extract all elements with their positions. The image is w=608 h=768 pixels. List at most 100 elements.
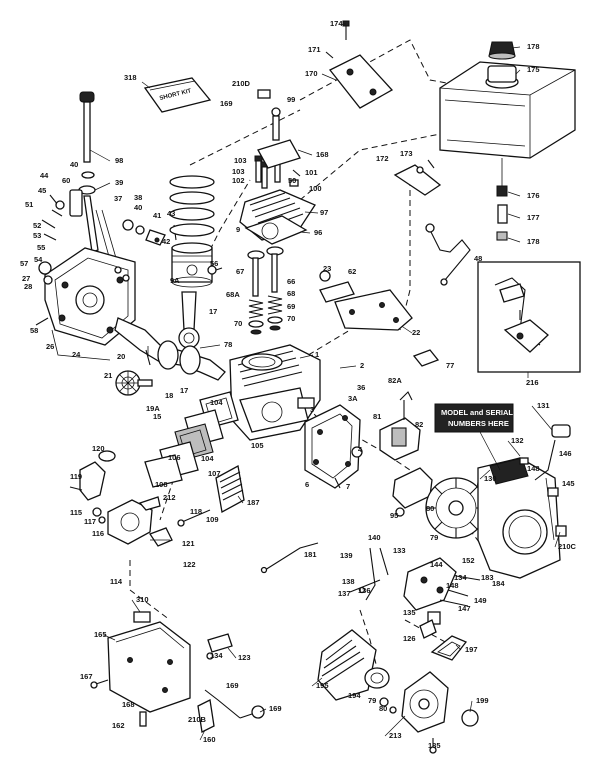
part-callout: 106 xyxy=(168,453,181,462)
part-callout: 169 xyxy=(220,99,233,108)
part-callout: 82A xyxy=(388,376,402,385)
part-callout: 68 xyxy=(287,289,295,298)
part-callout: 58 xyxy=(30,326,38,335)
part-callout: 138 xyxy=(342,577,355,586)
part-callout: 102 xyxy=(232,176,245,185)
part-callout: 40 xyxy=(70,160,78,169)
part-callout: 50 xyxy=(288,176,296,185)
part-callout: 194 xyxy=(348,691,361,700)
crankcase-cover xyxy=(35,247,136,361)
part-callout: 116 xyxy=(92,529,104,538)
part-callout: 137 xyxy=(338,589,351,598)
part-callout: 135 xyxy=(403,608,416,617)
part-callout: 148 xyxy=(527,464,540,473)
air-cleaner xyxy=(177,464,245,527)
part-callout: 17 xyxy=(180,386,188,395)
serial-banner-line1: MODEL and SERIAL xyxy=(441,408,513,417)
part-callout: 177 xyxy=(527,213,540,222)
part-callout: 134 xyxy=(210,651,223,660)
part-callout: 80 xyxy=(379,704,387,713)
part-callout: 103 xyxy=(232,167,245,176)
part-callout: 183 xyxy=(481,573,494,582)
part-callout: 310 xyxy=(136,595,149,604)
throttle-rod xyxy=(260,542,319,574)
part-callout: 152 xyxy=(462,556,475,565)
part-callout: 27 xyxy=(22,274,30,283)
part-callout: 41 xyxy=(153,211,161,220)
part-callout: 7 xyxy=(346,482,350,491)
part-callout: 42 xyxy=(162,237,170,246)
fuel-tank xyxy=(439,41,576,159)
part-callout: 53 xyxy=(33,231,41,240)
part-callout: 82 xyxy=(415,420,423,429)
part-callout: 100 xyxy=(309,184,322,193)
part-callout: 148 xyxy=(446,581,459,590)
part-callout: 4 xyxy=(358,445,363,454)
part-callout: 2 xyxy=(360,361,364,370)
piston xyxy=(171,242,223,288)
part-callout: 146 xyxy=(559,449,572,458)
part-callout: 52 xyxy=(33,221,41,230)
part-callout: 210C xyxy=(558,542,577,551)
muffler-shield xyxy=(334,289,440,367)
spark-plug-lead xyxy=(319,223,471,303)
part-callout: 318 xyxy=(124,73,137,82)
crankshaft xyxy=(114,317,226,381)
part-callout: 210B xyxy=(188,715,207,724)
part-callout: 26 xyxy=(46,342,54,351)
part-callout: 185 xyxy=(428,741,441,750)
control-bracket xyxy=(349,547,481,639)
part-callout: 60 xyxy=(62,176,70,185)
part-callout: 176 xyxy=(527,191,540,200)
part-callout: 140 xyxy=(368,533,381,542)
part-callout: 162 xyxy=(112,721,125,730)
part-callout: 120 xyxy=(92,444,105,453)
part-callout: 40 xyxy=(134,203,142,212)
part-callout: 181 xyxy=(304,550,317,559)
part-callout: 79 xyxy=(430,533,438,542)
part-callout: 43 xyxy=(167,209,175,218)
part-callout: 118 xyxy=(190,507,202,516)
part-callout: 66 xyxy=(287,277,295,286)
part-callout: 119 xyxy=(70,472,82,481)
part-callout: 167 xyxy=(80,672,93,681)
part-callout: 39 xyxy=(115,178,123,187)
head-bolts xyxy=(254,107,301,189)
tank-strap xyxy=(393,159,442,196)
part-callout: 101 xyxy=(305,168,318,177)
part-callout: 114 xyxy=(110,577,123,586)
part-callout: 145 xyxy=(562,479,575,488)
part-callout: 38 xyxy=(134,193,142,202)
part-callout: 95 xyxy=(390,511,398,520)
part-callout: 160 xyxy=(203,735,216,744)
part-callout: 136 xyxy=(358,586,371,595)
flywheel xyxy=(425,477,487,539)
part-callout: 144 xyxy=(430,560,443,569)
part-callout: 57 xyxy=(20,259,28,268)
gasket-stack xyxy=(144,391,239,488)
part-callout: 115 xyxy=(70,508,82,517)
part-callout: 54 xyxy=(34,255,43,264)
part-callout: 117 xyxy=(84,517,96,526)
cylinder-block xyxy=(229,344,321,441)
part-callout: 139 xyxy=(340,551,353,560)
part-callout: 22 xyxy=(412,328,420,337)
fuel-line-parts xyxy=(496,158,508,241)
part-callout: 122 xyxy=(183,560,196,569)
part-callout: 56 xyxy=(210,259,218,268)
part-callout: 195 xyxy=(316,681,329,690)
manual-booklet: SHORT KIT xyxy=(143,77,271,113)
part-callout: 99 xyxy=(287,95,295,104)
part-callout: 213 xyxy=(389,731,402,740)
part-callout: 28 xyxy=(24,282,32,291)
part-callout: 24 xyxy=(72,350,81,359)
part-callout: 172 xyxy=(376,154,389,163)
part-callout: 37 xyxy=(114,194,122,203)
valve-springs xyxy=(248,295,283,335)
carburetor xyxy=(69,450,173,547)
part-callout: 9 xyxy=(236,225,240,234)
part-callout: 126 xyxy=(403,634,416,643)
part-callout: 104 xyxy=(201,454,214,463)
part-callout: 104 xyxy=(210,398,223,407)
part-callout: 169 xyxy=(269,704,282,713)
